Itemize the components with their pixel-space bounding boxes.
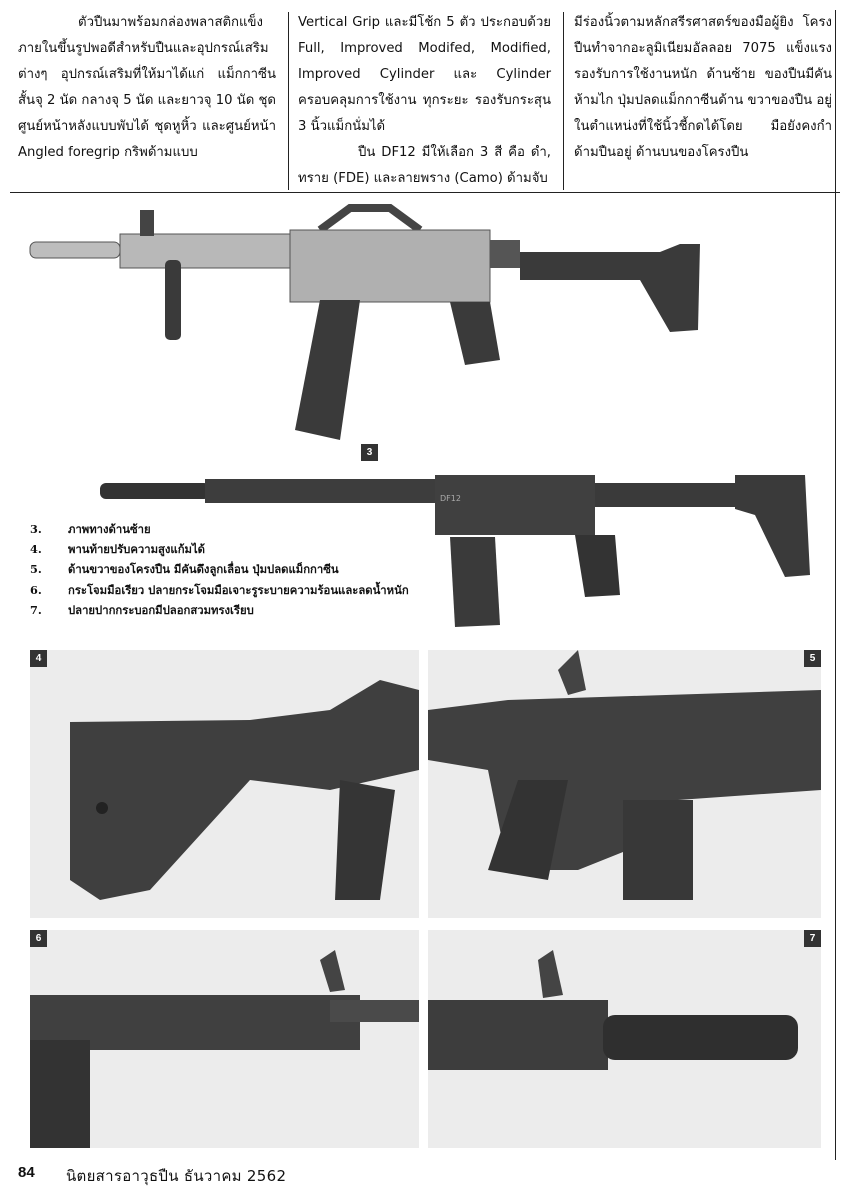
pistol-grip xyxy=(575,535,620,597)
figure-badge-6: 6 xyxy=(30,930,47,947)
caption-item: 6.กระโจมมือเรียว ปลายกระโจมมือเจาะรูระบา… xyxy=(30,582,409,597)
photo-6-handguard: 6 xyxy=(30,930,419,1148)
photo-5-right-receiver: 5 xyxy=(428,650,821,918)
handguard xyxy=(205,479,445,503)
figure-badge-3: 3 xyxy=(361,444,378,461)
paragraph: มีร่องนิ้วตามหลักสรีรศาสตร์ของมือผู้ยิง … xyxy=(574,15,832,160)
figure-badge-4: 4 xyxy=(30,650,47,667)
stock xyxy=(735,475,810,577)
photo-4-stock-grip: 4 xyxy=(30,650,419,918)
caption-item: 7.ปลายปากกระบอกมีปลอกสวมทรงเรียบ xyxy=(30,602,254,617)
figure-badge-5: 5 xyxy=(804,650,821,667)
article-column-2: Vertical Grip และมีโช้ก 5 ตัว ประกอบด้วย… xyxy=(298,10,551,192)
rifle-stock xyxy=(520,244,700,332)
column-divider xyxy=(288,12,289,190)
receiver xyxy=(435,475,595,535)
vertical-grip xyxy=(165,260,181,340)
figure-captions: 3.ภาพทางด้านซ้าย 4.พานท้ายปรับความสูงแก้… xyxy=(30,519,440,620)
paragraph: Vertical Grip และมีโช้ก 5 ตัว ประกอบด้วย… xyxy=(298,15,551,134)
magazine xyxy=(450,537,500,627)
section-divider xyxy=(10,192,840,193)
article-column-3: มีร่องนิ้วตามหลักสรีรศาสตร์ของมือผู้ยิง … xyxy=(574,10,832,166)
barrel-shroud xyxy=(100,483,210,499)
caption-item: 4.พานท้ายปรับความสูงแก้มได้ xyxy=(30,542,206,557)
page-number: 84 xyxy=(18,1164,35,1181)
handguard xyxy=(119,233,301,269)
column-divider xyxy=(563,12,564,190)
caption-item: 3.ภาพทางด้านซ้าย xyxy=(30,522,151,536)
page-border xyxy=(835,10,836,1160)
figure-badge-7: 7 xyxy=(804,930,821,947)
paragraph: ปืน DF12 มีให้เลือก 3 สี คือ ดำ, ทราย (F… xyxy=(298,145,551,186)
barrel-shroud xyxy=(29,241,121,259)
photo-7-muzzle: 7 xyxy=(428,930,821,1148)
carry-handle xyxy=(317,204,423,234)
caption-item: 5.ด้านขวาของโครงปืน มีคันดึงลูกเลื่อน ปุ… xyxy=(30,562,339,577)
magazine xyxy=(295,300,360,440)
pistol-grip xyxy=(450,302,500,365)
rifle-fde-photo xyxy=(29,204,520,440)
rifle-black-photo: DF12 xyxy=(100,475,810,627)
stock xyxy=(520,244,700,332)
gun-marking: DF12 xyxy=(440,494,461,503)
article-column-1: ตัวปืนมาพร้อมกล่องพลาสติกแข็ง ภายในขึ้นร… xyxy=(18,10,276,166)
magazine-title: นิตยสารอาวุธปืน ธันวาคม 2562 xyxy=(66,1167,287,1185)
paragraph: ตัวปืนมาพร้อมกล่องพลาสติกแข็ง ภายในขึ้นร… xyxy=(18,15,276,160)
receiver xyxy=(289,229,491,303)
